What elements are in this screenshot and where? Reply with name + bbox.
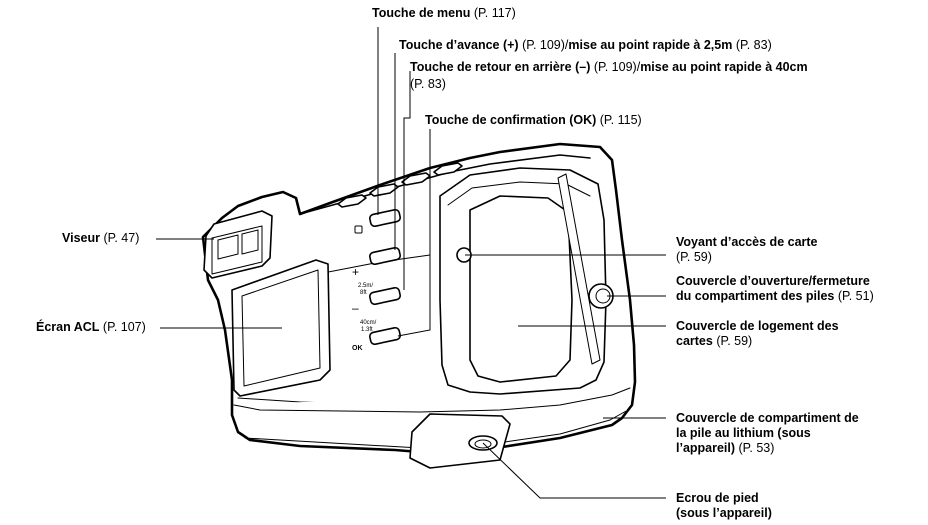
far-focus-mark-top: 2.5m/ — [358, 283, 373, 289]
card-cover — [469, 195, 573, 383]
label-ok-button: Touche de confirmation (OK) (P. 115) — [425, 113, 642, 127]
ok-mark: OK — [352, 345, 363, 352]
plus-mark: + — [352, 265, 359, 279]
label-advance-button: Touche d’avance (+) (P. 109)/mise au poi… — [399, 38, 772, 52]
far-focus-mark-bottom: 8ft — [360, 290, 367, 296]
label-back-button: Touche de retour en arrière (–) (P. 109)… — [410, 60, 808, 74]
label-lcd-screen: Écran ACL (P. 107) — [36, 320, 146, 334]
near-focus-mark-top: 40cm/ — [360, 320, 377, 326]
label-back-button-page: (P. 83) — [410, 77, 446, 91]
lithium-battery-cover — [409, 413, 511, 469]
plus-button — [369, 246, 401, 266]
leader-lines — [156, 27, 666, 499]
minus-mark: – — [352, 301, 359, 315]
top-button-4 — [433, 162, 463, 176]
label-tripod-socket: Ecrou de pied(sous l’appareil) — [676, 491, 772, 520]
label-viewfinder: Viseur (P. 47) — [62, 231, 140, 245]
menu-icon — [354, 225, 363, 234]
label-menu-button: Touche de menu (P. 117) — [372, 6, 516, 20]
near-focus-mark-bottom: 1.3ft — [361, 327, 373, 333]
ok-button — [369, 326, 401, 346]
top-button-1 — [337, 194, 367, 208]
minus-button — [369, 286, 401, 306]
menu-button — [369, 208, 401, 228]
label-card-access-light: Voyant d’accès de carte(P. 59) — [676, 235, 818, 264]
